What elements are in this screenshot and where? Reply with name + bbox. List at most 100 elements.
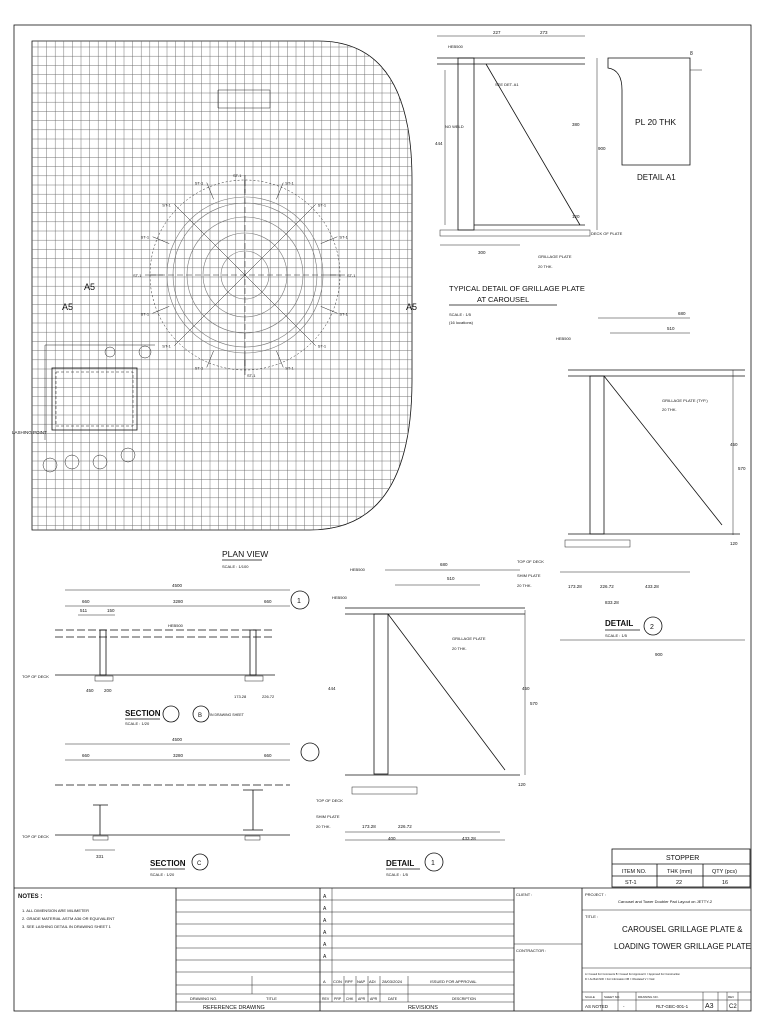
sec-a-marker-b — [192, 705, 210, 723]
sec-a-beam: HEB500 — [168, 623, 184, 628]
rev-h-apr1: APR — [358, 997, 366, 1001]
stopper-leader — [302, 204, 316, 218]
issued-apr1: NAP — [357, 979, 366, 984]
contractor-label: CONTRACTOR : — [516, 948, 546, 953]
stopper-tag: ST-1 — [339, 311, 348, 316]
detail-right-v570: 570 — [738, 466, 746, 471]
detail-mid-grillage — [387, 613, 506, 771]
dim-273: 273 — [540, 30, 548, 35]
stopper-tag: ST-1 — [285, 181, 294, 186]
rev-a-5: A — [323, 942, 327, 948]
stopper-leader — [152, 236, 170, 244]
sec-a-callout-num: 1 — [297, 598, 301, 605]
issued-prp: CON — [333, 979, 342, 984]
detail-right-d1: 173.28 — [568, 584, 582, 589]
plan-view: ST-1ST-1ST-1ST-1ST-1ST-1ST-1ST-1ST-1ST-1… — [12, 40, 417, 569]
client-label: CLIENT : — [516, 892, 532, 897]
typical-detail-title-1: TYPICAL DETAIL OF GRILLAGE PLATE — [449, 284, 585, 293]
sec-a-dim-660l: 660 — [82, 599, 90, 604]
sec-a-dim-3280: 3280 — [173, 599, 184, 604]
detail-a1-dim: 8 — [690, 51, 693, 57]
stopper-tag: ST-1 — [247, 373, 256, 378]
stopper-table: STOPPER ITEM NO. THK (mm) QTY (pcs) ST-1… — [611, 848, 751, 888]
detail-right-callout — [643, 616, 663, 636]
stopper-leader — [152, 306, 170, 314]
no-weld-label: NO WELD — [445, 124, 464, 129]
detail-mid-d2: 226.72 — [398, 824, 412, 829]
detail-right: HEB500 680 510 GRILLAGE PLATE (TYP.) 20 … — [517, 311, 746, 657]
issued-rev: A — [323, 979, 326, 984]
scale-value: AS NOTED — [585, 1004, 609, 1009]
sec-a-dim-200: 200 — [104, 688, 112, 693]
typical-detail-title-2: AT CAROUSEL — [477, 295, 529, 304]
detail-right-title: DETAIL — [605, 619, 633, 628]
detail-right-shim-label: SHIM PLATE — [517, 573, 541, 578]
sheet-border — [13, 24, 752, 1012]
detail-mid-title: DETAIL — [386, 859, 414, 868]
detail-right-grillage-label: GRILLAGE PLATE (TYP.) — [662, 398, 708, 403]
grid-tag-a5-mid: A5 — [84, 282, 95, 292]
detail-mid-grillage-thk: 20 THK. — [452, 646, 467, 651]
top-beam-label: HEB500 — [448, 44, 464, 49]
detail-mid-shim: SHIM PLATE — [316, 814, 340, 819]
detail-mid-callout — [424, 852, 444, 872]
status-legend-1: A = Issued For Comments B = Issued For A… — [585, 972, 680, 976]
typical-detail-locations: (16 locations) — [449, 320, 474, 325]
stopper-leader — [174, 204, 188, 218]
sec-c-callout — [300, 742, 320, 762]
ref-title: TITLE — [266, 996, 277, 1001]
sec-c-dim-3280: 3280 — [173, 753, 184, 758]
detail-mid-dim-680: 680 — [440, 562, 448, 567]
issued-apr2: ADI — [369, 979, 376, 984]
see-det-label: SEE DET. A1 — [495, 82, 519, 87]
detail-right-beam: HEB500 — [556, 336, 572, 341]
rev-a-3: A — [323, 918, 327, 924]
drawing-title-1: CAROUSEL GRILLAGE PLATE & — [622, 925, 743, 934]
stopper-h-item: ITEM NO. — [622, 869, 647, 875]
stopper-c-item: ST-1 — [625, 880, 637, 886]
note-1: 1. ALL DIMENSION ARE MILIMETER — [22, 908, 89, 913]
dim-380: 380 — [572, 122, 580, 127]
stopper-tag: ST-1 — [318, 344, 327, 349]
detail-mid-d4: 400 — [388, 836, 396, 841]
dim-227: 227 — [493, 30, 501, 35]
detail-a1-section — [607, 57, 691, 166]
detail-right-shim — [564, 539, 631, 548]
stopper-tag: ST-1 — [318, 202, 327, 207]
sec-c-dim-660r: 660 — [264, 753, 272, 758]
sec-a-marker-a — [162, 705, 180, 723]
stopper-h-qty: QTY (pcs) — [712, 869, 737, 875]
detail-mid-dim-510: 510 — [447, 576, 455, 581]
typical-detail-carousel: HEB500 227 273 SEE DET. A1 NO WELD 444 9… — [435, 30, 623, 325]
grillage-plate-edge — [485, 63, 581, 226]
detail-mid-shim — [351, 786, 418, 795]
stopper-leader — [174, 332, 188, 346]
sec-a-dim-450: 450 — [86, 688, 94, 693]
stopper-c-qty: 16 — [722, 880, 728, 886]
stopper-tag: ST-1 — [233, 173, 242, 178]
stopper-tag: ST-1 — [141, 235, 150, 240]
detail-mid-v450: 450 — [522, 686, 530, 691]
issued-desc: ISSUED FOR APPROVAL — [430, 979, 477, 984]
revisions-label: REVISIONS — [408, 1005, 438, 1011]
rev-h-rev: REV — [322, 997, 330, 1001]
detail-mid-scale: SCALE : 1/5 — [386, 872, 409, 877]
dim-900: 900 — [598, 146, 606, 151]
sec-a-dim-511: 511 — [80, 608, 88, 613]
rev-h-date: DATE — [388, 997, 398, 1001]
sec-a-scale: SCALE : 1/20 — [125, 721, 150, 726]
deck-plate-label: DECK OF PLATE — [591, 231, 623, 236]
detail-right-dim-510: 510 — [667, 326, 675, 331]
note-3: 3. SEE LASHING DETAIL IN DRAWING SHEET 1 — [22, 924, 112, 929]
sec-c-dim-660l: 660 — [82, 753, 90, 758]
dim-300: 300 — [478, 250, 486, 255]
deck-grid — [32, 41, 412, 530]
section-a: 4500 660 3280 660 511 150 HEB500 TOP OF … — [22, 583, 310, 726]
detail-mid-web — [373, 613, 389, 775]
sheet-value: - — [623, 1004, 625, 1009]
detail-a1-title: DETAIL A1 — [637, 173, 676, 182]
detail-right-v450: 450 — [730, 442, 738, 447]
detail-mid-v120: 120 — [518, 782, 526, 787]
grid-tag-a5-left: A5 — [62, 302, 73, 312]
